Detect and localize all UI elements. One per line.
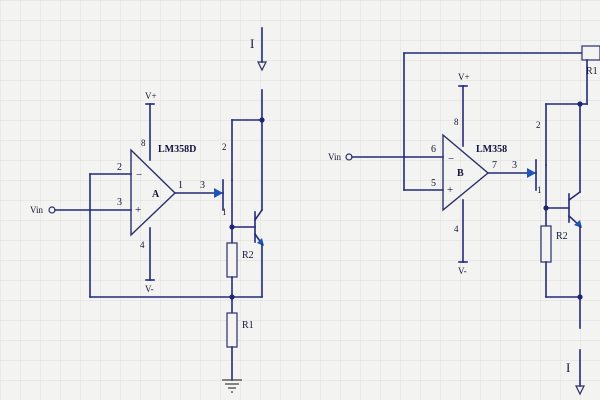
right-junction-drain — [577, 101, 583, 107]
left-input-terminal — [48, 206, 56, 214]
left-source-pin1: 1 — [222, 207, 227, 217]
left-base-arrow — [214, 188, 223, 198]
left-input-label: Vin — [30, 205, 43, 215]
left-pin3: 3 — [117, 197, 122, 208]
right-circuit: B LM358 − + V+ 8 V- 4 Vin 6 5 7 3 2 1 — [328, 45, 600, 396]
left-vplus-label: V+ — [145, 91, 157, 101]
left-r2-label: R2 — [242, 250, 254, 261]
right-plus-sign: + — [447, 184, 453, 196]
right-vminus-label: V- — [458, 266, 467, 276]
right-r1 — [581, 45, 600, 61]
right-r2-label: R2 — [556, 231, 568, 242]
right-r1-label: R1 — [586, 66, 598, 77]
right-opamp-triangle — [442, 133, 490, 212]
right-current-arrow-icon — [575, 385, 585, 396]
right-base-arrow — [527, 168, 536, 178]
left-plus-sign: + — [135, 204, 141, 216]
right-pin6: 6 — [431, 144, 436, 155]
left-pin1: 1 — [178, 180, 183, 191]
right-opamp-label: LM358 — [476, 144, 507, 155]
right-pin8: 8 — [454, 117, 459, 127]
left-junction-collector — [259, 117, 265, 123]
right-current-label: I — [566, 360, 570, 375]
left-current-label: I — [250, 36, 254, 51]
left-pin8: 8 — [141, 138, 146, 148]
right-opamp-unit-letter: B — [457, 168, 464, 179]
right-bjt-collector — [567, 190, 582, 202]
right-pin7: 7 — [492, 160, 497, 171]
left-base-pin3: 3 — [200, 180, 205, 191]
left-r2 — [226, 242, 238, 278]
left-junction-feedback — [229, 294, 235, 300]
left-opamp-unit-letter: A — [152, 189, 160, 200]
right-input-terminal — [345, 153, 353, 161]
right-base-pin3: 3 — [512, 160, 517, 171]
right-r2 — [540, 225, 552, 263]
left-circuit: A LM358D − + V+ 8 V- 4 2 3 Vin 1 3 2 1 — [30, 27, 267, 393]
left-opamp-triangle — [130, 148, 177, 237]
left-bjt-collector — [253, 208, 264, 222]
left-r1 — [226, 312, 238, 348]
left-pin4: 4 — [140, 240, 145, 250]
left-drain-pin2: 2 — [222, 142, 227, 152]
left-current-arrow-icon — [257, 61, 267, 72]
right-junction-source — [543, 205, 549, 211]
left-minus-sign: − — [136, 169, 142, 181]
right-junction-bottom — [577, 294, 583, 300]
right-pin5: 5 — [431, 178, 436, 189]
right-pin4: 4 — [454, 224, 459, 234]
right-drain-pin2: 2 — [536, 120, 541, 130]
left-r1-label: R1 — [242, 320, 254, 331]
right-input-label: Vin — [328, 152, 341, 162]
right-source-pin1: 1 — [537, 185, 542, 195]
left-opamp-label: LM358D — [158, 144, 196, 155]
left-pin2: 2 — [117, 162, 122, 173]
left-junction-source — [229, 224, 235, 230]
left-vminus-label: V- — [145, 284, 154, 294]
right-vplus-label: V+ — [458, 72, 470, 82]
right-minus-sign: − — [448, 153, 454, 165]
